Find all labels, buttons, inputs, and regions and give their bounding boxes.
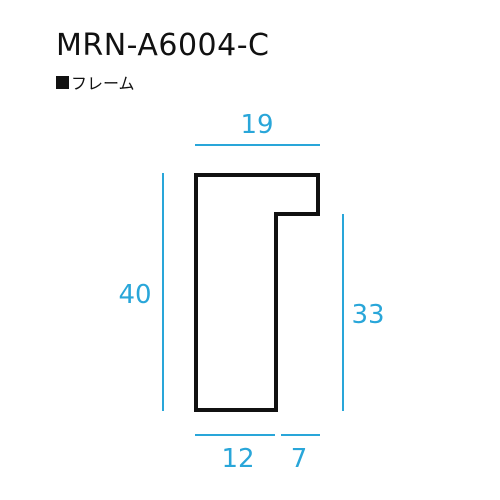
dimension-bottom-left: 12 bbox=[221, 444, 254, 474]
dimension-total-height: 40 bbox=[118, 280, 151, 310]
model-title: MRN-A6004-C bbox=[56, 28, 270, 63]
square-icon bbox=[56, 75, 69, 89]
dimension-bottom-right: 7 bbox=[291, 444, 308, 474]
frame-profile-outline bbox=[194, 173, 320, 412]
section-label-text: フレーム bbox=[71, 74, 135, 93]
dimension-inner-height: 33 bbox=[351, 300, 384, 330]
dimension-top-width: 19 bbox=[240, 110, 273, 140]
section-label: フレーム bbox=[56, 70, 135, 94]
